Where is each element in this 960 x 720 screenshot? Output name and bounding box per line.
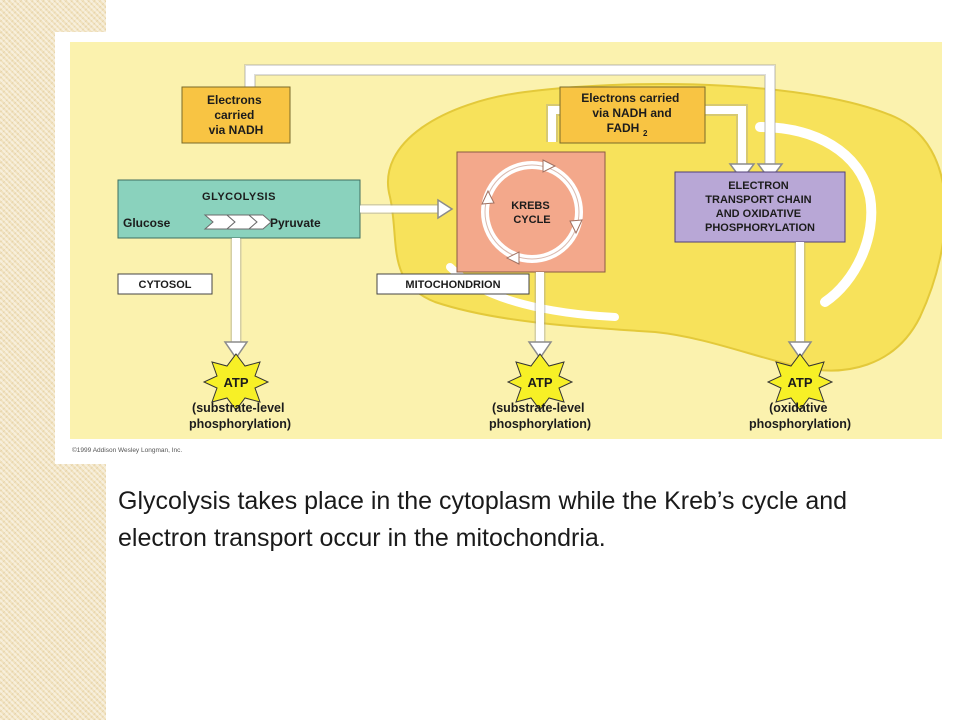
pyruvate-label: Pyruvate	[270, 216, 321, 230]
slide-caption: Glycolysis takes place in the cytoplasm …	[118, 487, 848, 552]
krebs-label-line1: KREBS	[511, 200, 550, 212]
atp-mid-desc-line2: phosphorylation)	[489, 417, 591, 431]
atp-right-desc-line2: phosphorylation)	[749, 417, 851, 431]
svg-text:(oxidative phosphorylation: (oxidative phosphorylation)	[749, 401, 851, 431]
svg-text:KREBS CYCLE: KREBS CYCLE	[511, 200, 553, 226]
electrons-nadh-box	[181, 86, 291, 144]
svg-text:Electrons carried via: Electrons carried via NADH	[207, 93, 265, 137]
electrons-nadh-line2: carried	[214, 108, 254, 122]
cytosol-label: CYTOSOL	[139, 279, 192, 291]
glucose-label: Glucose	[123, 216, 171, 230]
cellular-respiration-diagram: Electrons carried via NADH Electrons car…	[55, 32, 942, 464]
electrons-fadh-line1: Electrons carried	[581, 91, 679, 105]
atp-right-desc-line1: (oxidative	[769, 401, 827, 415]
arrow-krebs-to-atp	[527, 272, 553, 360]
atp-star-left	[202, 353, 270, 411]
krebs-cycle-arrowheads	[481, 159, 583, 265]
mitochondrion-label: MITOCHONDRION	[405, 279, 500, 291]
etc-line4: PHOSPHORYLATION	[705, 222, 815, 234]
atp-star-middle	[506, 353, 574, 411]
etc-box	[674, 171, 846, 243]
mitochondrion-cristae	[755, 122, 877, 307]
glycolysis-arrows	[203, 214, 272, 230]
electrons-nadh-fadh-box	[559, 86, 706, 144]
atp-middle-label: ATP	[527, 375, 552, 390]
glycolysis-title: GLYCOLYSIS	[202, 191, 276, 203]
etc-line1: ELECTRON	[728, 180, 789, 192]
mitochondrion-label-box	[376, 273, 530, 295]
cytosol-label-box	[117, 273, 213, 295]
svg-text:(substrate-level phosphory: (substrate-level phosphorylation)	[489, 401, 591, 431]
atp-left-label: ATP	[223, 375, 248, 390]
etc-line2: TRANSPORT CHAIN	[705, 194, 811, 206]
copyright-note: ©1999 Addison Wesley Longman, Inc.	[72, 446, 182, 454]
etc-line3: AND OXIDATIVE	[716, 208, 801, 220]
svg-text:ELECTRON TRANSPORT CHAIN: ELECTRON TRANSPORT CHAIN AND OXIDATIVE P…	[705, 180, 815, 234]
atp-right-label: ATP	[787, 375, 812, 390]
electrons-nadh-line1: Electrons	[207, 93, 262, 107]
atp-left-desc-line1: (substrate-level	[192, 401, 284, 415]
atp-star-right	[766, 353, 834, 411]
svg-text:Electrons carried via NADH: Electrons carried via NADH and	[581, 91, 682, 120]
electrons-fadh-line2: via NADH and	[592, 106, 671, 120]
svg-text:(substrate-level phosphory: (substrate-level phosphorylation)	[189, 401, 291, 431]
electrons-fadh-line3: FADH	[607, 121, 640, 135]
atp-mid-desc-line1: (substrate-level	[492, 401, 584, 415]
krebs-label-line2: CYCLE	[513, 214, 550, 226]
fadh-subscript: 2	[643, 129, 648, 138]
arrow-glycolysis-to-atp	[223, 238, 249, 360]
arrow-etc-to-atp	[787, 242, 813, 360]
atp-left-desc-line2: phosphorylation)	[189, 417, 291, 431]
electrons-nadh-line3: via NADH	[209, 123, 264, 137]
